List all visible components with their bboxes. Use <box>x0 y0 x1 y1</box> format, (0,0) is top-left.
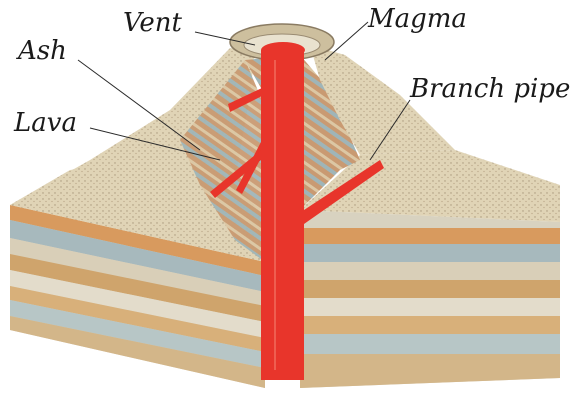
label-branch-pipe: Branch pipe <box>410 76 570 102</box>
label-magma: Magma <box>368 6 467 32</box>
label-vent: Vent <box>123 10 182 36</box>
label-ash: Ash <box>18 38 67 64</box>
right-rock-layers <box>300 210 560 388</box>
label-lava: Lava <box>14 110 77 136</box>
